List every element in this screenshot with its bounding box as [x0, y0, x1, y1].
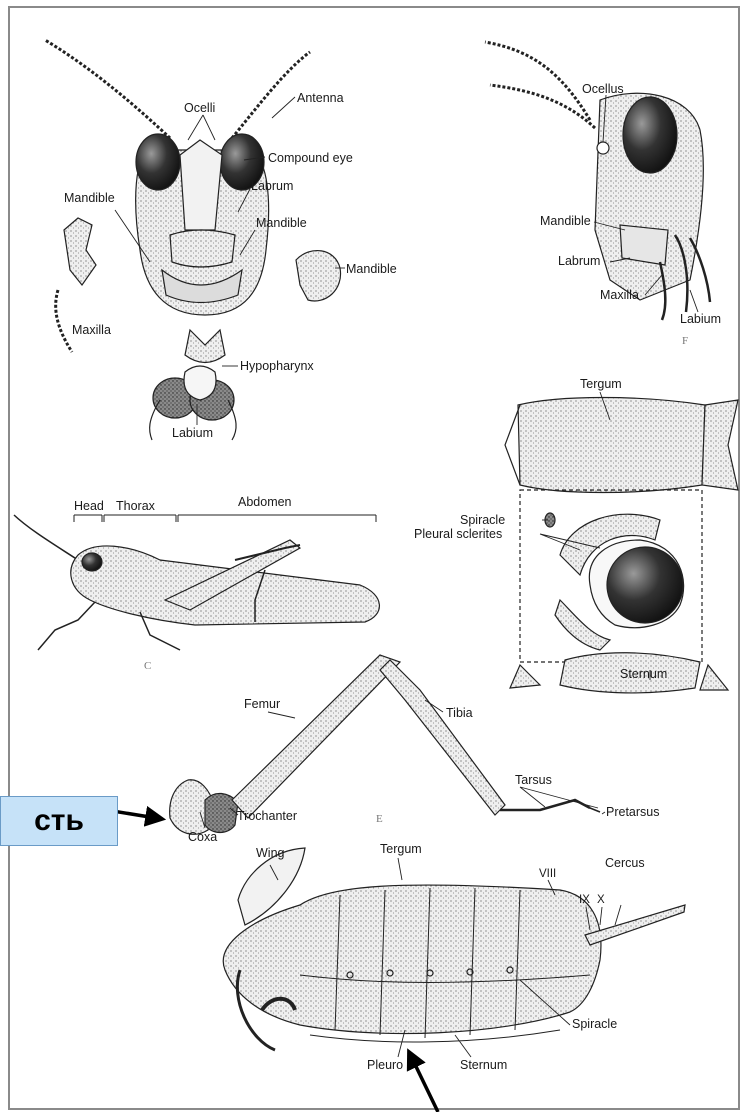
label-spiracle-abdomen: Spiracle — [572, 1018, 617, 1031]
label-compound-eye: Compound eye — [268, 152, 353, 165]
label-cercus: Cercus — [605, 857, 645, 870]
label-trochanter: Trochanter — [237, 810, 297, 823]
label-tergum-segment: Tergum — [580, 378, 622, 391]
label-labium-front: Labium — [172, 427, 213, 440]
label-antenna: Antenna — [297, 92, 344, 105]
label-mandible-right: Mandible — [346, 263, 397, 276]
label-spiracle-segment: Spiracle — [460, 514, 505, 527]
panel-letter-f: F — [682, 335, 688, 347]
label-ocellus: Ocellus — [582, 83, 624, 96]
arrow-to-pleuron — [409, 1052, 438, 1112]
label-hypopharynx: Hypopharynx — [240, 360, 314, 373]
label-pleural-sclerites: Pleural sclerites — [414, 528, 502, 541]
panel-letter-c: C — [144, 660, 151, 672]
label-sternum-abdomen: Sternum — [460, 1059, 507, 1072]
label-femur: Femur — [244, 698, 280, 711]
label-wing: Wing — [256, 847, 284, 860]
label-tergum-abdomen: Tergum — [380, 843, 422, 856]
label-coxa: Coxa — [188, 831, 217, 844]
label-mandible-left: Mandible — [64, 192, 115, 205]
label-viii: VIII — [539, 869, 556, 881]
label-sternum-segment: Sternum — [620, 668, 667, 681]
label-maxilla-front: Maxilla — [72, 324, 111, 337]
label-ocelli: Ocelli — [184, 102, 215, 115]
segment-drawing — [505, 398, 738, 693]
label-head: Head — [74, 500, 104, 513]
label-tibia: Tibia — [446, 707, 473, 720]
label-mandible-side: Mandible — [540, 215, 591, 228]
label-abdomen: Abdomen — [238, 496, 292, 509]
callout-box: сть — [0, 796, 118, 846]
label-mandible-inner: Mandible — [256, 217, 307, 230]
label-pretarsus: Pretarsus — [606, 806, 660, 819]
label-tarsus: Tarsus — [515, 774, 552, 787]
grasshopper-body-drawing — [14, 515, 379, 650]
label-ix: IX — [579, 895, 590, 907]
label-pleuron: Pleuro — [367, 1059, 403, 1072]
label-x: X — [597, 895, 605, 907]
label-maxilla-side: Maxilla — [600, 289, 639, 302]
callout-text: сть — [34, 804, 84, 838]
label-labrum-side: Labrum — [558, 255, 600, 268]
label-labium-side: Labium — [680, 313, 721, 326]
panel-letter-e: E — [376, 813, 383, 825]
label-labrum-front: Labrum — [251, 180, 293, 193]
label-thorax: Thorax — [116, 500, 155, 513]
